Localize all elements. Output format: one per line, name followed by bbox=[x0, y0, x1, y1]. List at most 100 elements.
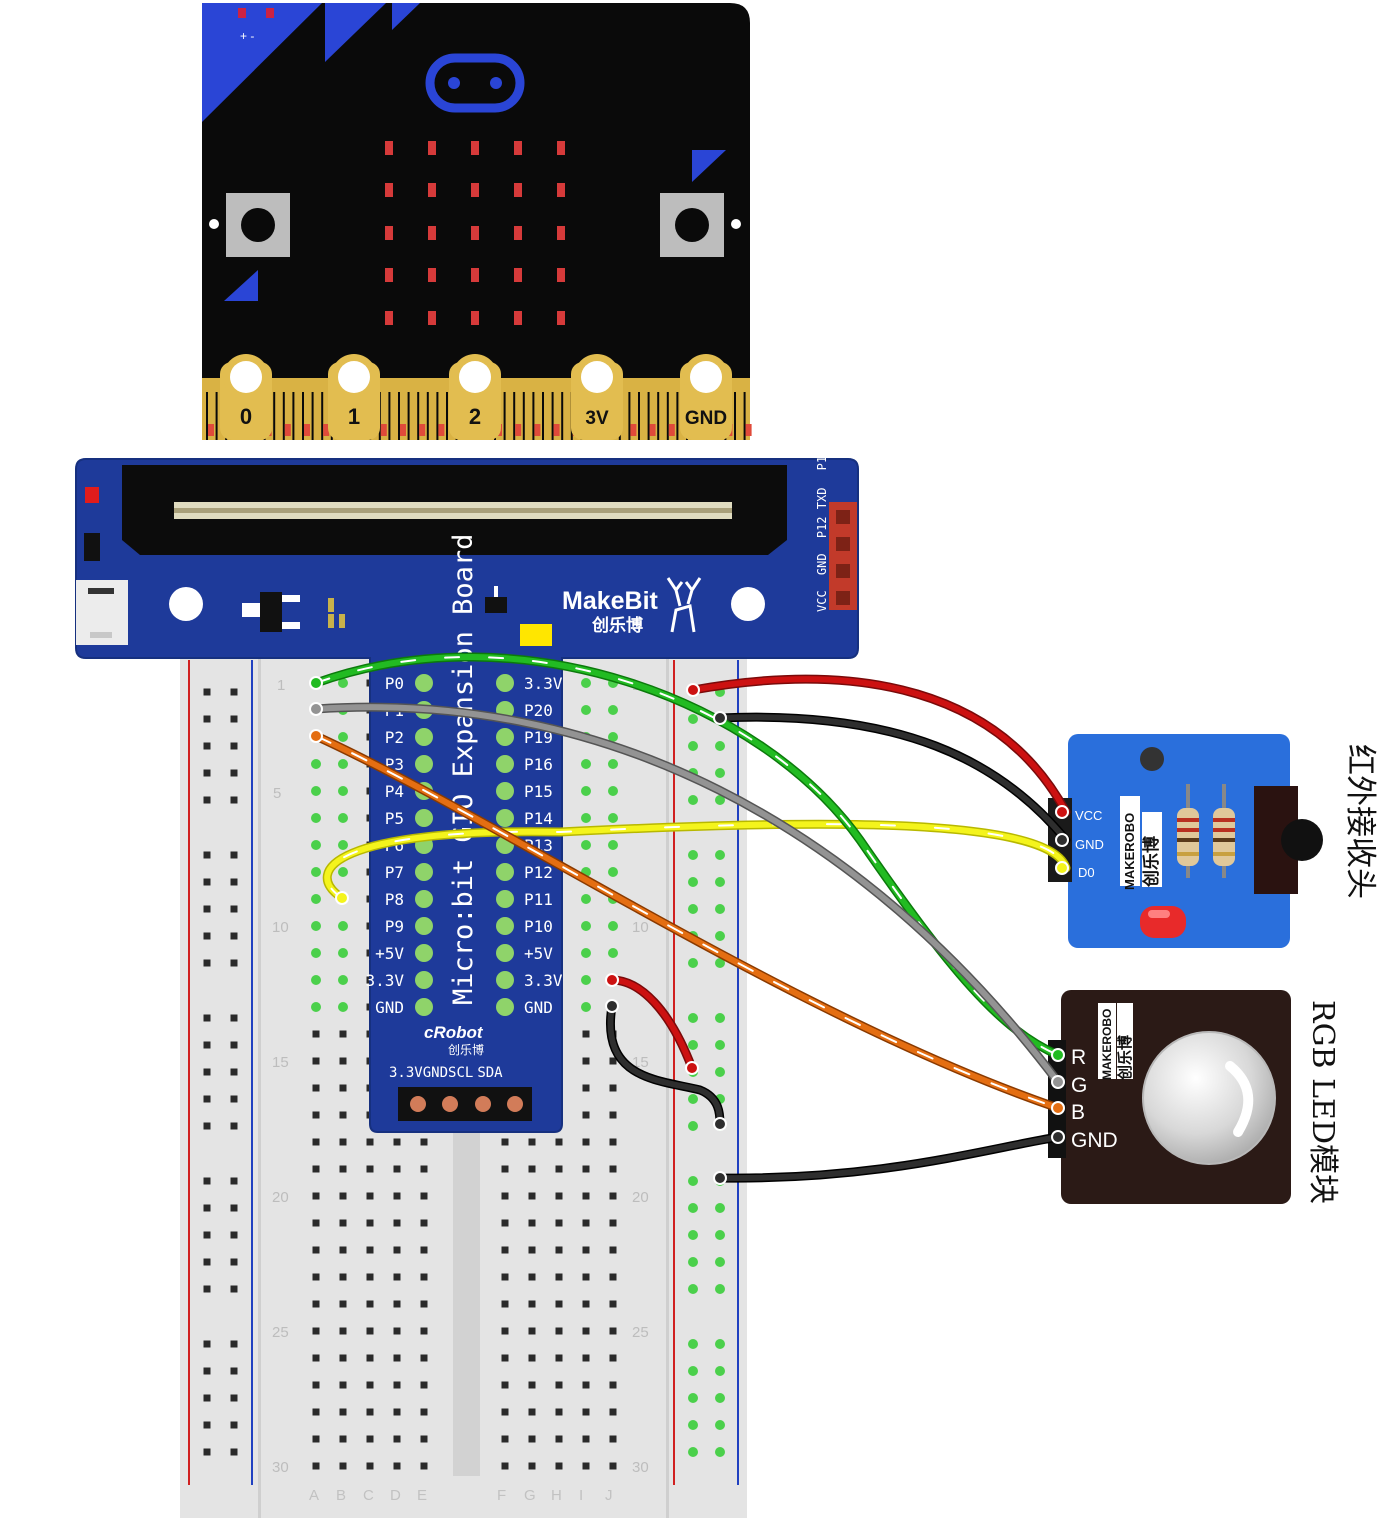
power-led bbox=[85, 487, 99, 503]
edge-strip-gap bbox=[542, 392, 544, 440]
rail-hole bbox=[203, 1285, 211, 1293]
breadboard-hole bbox=[582, 1084, 590, 1092]
led-pixel bbox=[428, 226, 436, 240]
breadboard-hole bbox=[528, 1381, 536, 1389]
gpio-pin-label: P16 bbox=[524, 755, 553, 774]
power-switch[interactable] bbox=[84, 533, 100, 561]
breadboard-hole bbox=[312, 1327, 320, 1335]
column-letter: H bbox=[551, 1487, 562, 1504]
connected-hole bbox=[715, 958, 725, 968]
connected-hole bbox=[608, 705, 618, 715]
gpio-header-pin bbox=[415, 863, 433, 881]
gpio-header-pin bbox=[415, 890, 433, 908]
breadboard-hole bbox=[501, 1435, 509, 1443]
rgb-pin-label: R bbox=[1071, 1046, 1086, 1069]
led-pixel bbox=[471, 268, 479, 282]
breadboard-hole bbox=[366, 1354, 374, 1362]
gpio-pin-label: 3.3V bbox=[524, 674, 563, 693]
breadboard-hole bbox=[582, 1354, 590, 1362]
microbit-body bbox=[202, 3, 750, 440]
rail-hole bbox=[230, 1421, 238, 1429]
gpio-header-pin bbox=[496, 998, 514, 1016]
column-letter: I bbox=[579, 1487, 583, 1504]
breadboard-hole bbox=[393, 1354, 401, 1362]
breadboard-hole bbox=[312, 1165, 320, 1173]
breadboard-hole bbox=[582, 1300, 590, 1308]
led-pixel bbox=[385, 183, 393, 197]
breadboard-hole bbox=[528, 1246, 536, 1254]
breadboard-hole bbox=[528, 1327, 536, 1335]
rail-hole bbox=[230, 742, 238, 750]
breadboard-hole bbox=[393, 1435, 401, 1443]
breadboard-hole bbox=[582, 1030, 590, 1038]
connected-hole bbox=[688, 1447, 698, 1457]
breadboard-hole bbox=[555, 1192, 563, 1200]
connected-hole bbox=[688, 877, 698, 887]
edge-strip-gap bbox=[311, 392, 314, 440]
rail-hole bbox=[230, 796, 238, 804]
rail-hole bbox=[230, 851, 238, 859]
rail-hole bbox=[203, 1041, 211, 1049]
breadboard-hole bbox=[609, 1354, 617, 1362]
edge-strip-gap bbox=[551, 392, 554, 440]
led-pixel bbox=[385, 226, 393, 240]
connected-hole bbox=[581, 894, 591, 904]
breadboard-hole bbox=[393, 1165, 401, 1173]
edge-strip-gap bbox=[676, 392, 679, 440]
rail-hole bbox=[203, 1177, 211, 1185]
breadboard-hole bbox=[420, 1192, 428, 1200]
connected-hole bbox=[715, 1447, 725, 1457]
breadboard-hole bbox=[528, 1354, 536, 1362]
rail-hole bbox=[230, 1285, 238, 1293]
connected-hole bbox=[581, 813, 591, 823]
breadboard-hole bbox=[609, 1408, 617, 1416]
edge-strip-gap bbox=[292, 392, 295, 440]
deer-icon bbox=[666, 577, 702, 633]
breadboard-hole bbox=[420, 1381, 428, 1389]
breadboard-hole bbox=[555, 1246, 563, 1254]
breadboard-hole bbox=[366, 1192, 374, 1200]
gpio-pin-label: P9 bbox=[385, 917, 404, 936]
rail-hole bbox=[203, 1258, 211, 1266]
connected-hole bbox=[688, 1013, 698, 1023]
gpio-pin-label: GND bbox=[524, 998, 553, 1017]
breadboard-hole bbox=[555, 1381, 563, 1389]
connected-hole bbox=[688, 1094, 698, 1104]
connected-hole bbox=[608, 786, 618, 796]
led-pixel bbox=[471, 141, 479, 155]
rail-hole bbox=[203, 1394, 211, 1402]
row-number: 25 bbox=[632, 1324, 649, 1341]
gpio-header-pin bbox=[496, 809, 514, 827]
led-pixel bbox=[471, 311, 479, 325]
breadboard-hole bbox=[555, 1408, 563, 1416]
edge-strip-gap bbox=[388, 392, 391, 440]
rail-hole bbox=[203, 1367, 211, 1375]
row-number: 10 bbox=[632, 919, 649, 936]
row-number: 15 bbox=[272, 1054, 289, 1071]
led-pixel bbox=[514, 268, 522, 282]
header-label: VCC GND P12 TXD P13 RXD bbox=[815, 420, 829, 612]
breadboard-hole bbox=[420, 1165, 428, 1173]
connected-hole bbox=[338, 732, 348, 742]
rail-hole bbox=[203, 932, 211, 940]
edge-strip-mark bbox=[284, 424, 291, 436]
connected-hole bbox=[311, 1002, 321, 1012]
rail-hole bbox=[203, 1204, 211, 1212]
rail-hole bbox=[203, 688, 211, 696]
resistor bbox=[1177, 784, 1199, 878]
led-pixel bbox=[557, 141, 565, 155]
connected-hole bbox=[581, 786, 591, 796]
connected-hole bbox=[715, 904, 725, 914]
connected-hole bbox=[608, 921, 618, 931]
edge-strip-gap bbox=[657, 392, 660, 440]
connected-hole bbox=[581, 705, 591, 715]
button-b-label-icon bbox=[692, 150, 726, 182]
breadboard-hole bbox=[366, 1138, 374, 1146]
edge-pad-label: GND bbox=[685, 408, 727, 429]
breadboard-hole bbox=[501, 1408, 509, 1416]
gpio-header-pin bbox=[496, 917, 514, 935]
connected-hole bbox=[311, 975, 321, 985]
